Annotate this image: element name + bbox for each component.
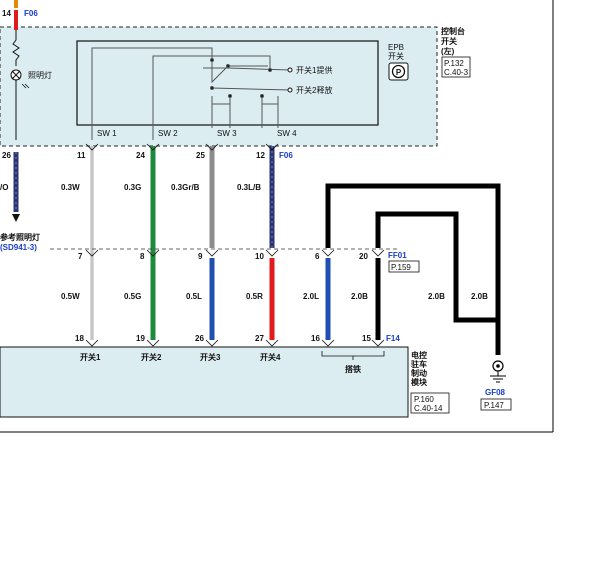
upper-wire-2: 0.3G	[124, 183, 141, 192]
console-title-1: 控制台	[441, 26, 465, 36]
connector-f06-top: F06	[24, 9, 38, 18]
mid-pin-3: 9	[198, 252, 203, 261]
epb-switch-box	[76, 40, 379, 126]
console-ref-page: P.132	[444, 59, 464, 68]
lower-wire-1: 0.5W	[61, 292, 80, 301]
console-title-3: (左)	[441, 46, 455, 56]
upper-pin-1: 11	[77, 151, 86, 160]
ecu-ref-code: C.40-14	[414, 404, 443, 413]
ecu-title-4: 模块	[411, 377, 428, 387]
ecu-switch-2-label: 开关2	[141, 352, 162, 362]
ecu-ref-page: P.160	[414, 395, 434, 404]
bottom-pin-5: 16	[311, 334, 320, 343]
ecu-title-1: 电控	[411, 350, 427, 360]
mid-pin-2: 8	[140, 252, 145, 261]
pin-14-label: 14	[2, 9, 11, 18]
lower-wire-2: 0.5G	[124, 292, 141, 301]
ecu-switch-4-label: 开关4	[260, 352, 281, 362]
lower-wire-8: 2.0B	[471, 292, 488, 301]
lower-wire-6: 2.0B	[351, 292, 368, 301]
ecu-ground-label: 搭铁	[345, 364, 361, 374]
sw1-label: SW 1	[97, 129, 117, 138]
upper-pin-2: 24	[136, 151, 145, 160]
lamp-label: 照明灯	[28, 70, 52, 80]
ecu-switch-1-label: 开关1	[80, 352, 101, 362]
sw2-label: SW 2	[158, 129, 178, 138]
upper-wire-4: 0.3L/B	[237, 183, 261, 192]
connector-f14: F14	[386, 334, 400, 343]
ground-icon	[490, 360, 506, 383]
ff01-code: FF01	[388, 251, 407, 260]
mid-pin-5: 6	[315, 252, 320, 261]
bottom-pin-1: 18	[75, 334, 84, 343]
left-io-label: /O	[0, 183, 8, 192]
ground-page: P.147	[484, 401, 504, 410]
ff01-page: P.159	[391, 263, 411, 272]
ground-code: GF08	[485, 388, 506, 397]
arrow-down-icon	[12, 214, 20, 222]
lower-wire-4: 0.5R	[246, 292, 263, 301]
lower-wire-7: 2.0B	[428, 292, 445, 301]
parking-brake-icon: P	[388, 62, 409, 81]
switch1-provide-label: 开关1提供	[296, 65, 332, 75]
epb-label-1: EPB	[388, 43, 404, 52]
sw4-label: SW 4	[277, 129, 297, 138]
ecu-box	[0, 346, 409, 418]
sw3-label: SW 3	[217, 129, 237, 138]
ecu-title-2: 驻车	[411, 359, 427, 369]
connector-marks	[85, 143, 385, 347]
mid-pin-4: 10	[255, 252, 264, 261]
mid-pin-1: 7	[78, 252, 83, 261]
ref-lamp-label: 参考照明灯	[0, 232, 40, 242]
upper-pin-4: 12	[256, 151, 265, 160]
ecu-switch-3-label: 开关3	[200, 352, 221, 362]
upper-pin-3: 25	[196, 151, 205, 160]
upper-wire-1: 0.3W	[61, 183, 80, 192]
ecu-title-3: 制动	[411, 368, 427, 378]
switch2-release-label: 开关2释放	[296, 85, 332, 95]
bottom-pin-2: 19	[136, 334, 145, 343]
bottom-pin-6: 15	[362, 334, 371, 343]
connector-f06-mid: F06	[279, 151, 293, 160]
console-ref-code: C.40-3	[444, 68, 469, 77]
epb-label-2: 开关	[388, 51, 404, 61]
console-title-2: 开关	[441, 36, 457, 46]
pin-26-label: 26	[2, 151, 11, 160]
mid-pin-6: 20	[359, 252, 368, 261]
ref-lamp-code: (SD941-3)	[0, 243, 37, 252]
bottom-pin-3: 26	[195, 334, 204, 343]
lower-wire-5: 2.0L	[303, 292, 319, 301]
svg-text:P: P	[396, 68, 402, 77]
lower-wire-3: 0.5L	[186, 292, 202, 301]
upper-wire-3: 0.3Gr/B	[171, 183, 200, 192]
bottom-pin-4: 27	[255, 334, 264, 343]
switch-internal-wiring	[91, 47, 293, 140]
